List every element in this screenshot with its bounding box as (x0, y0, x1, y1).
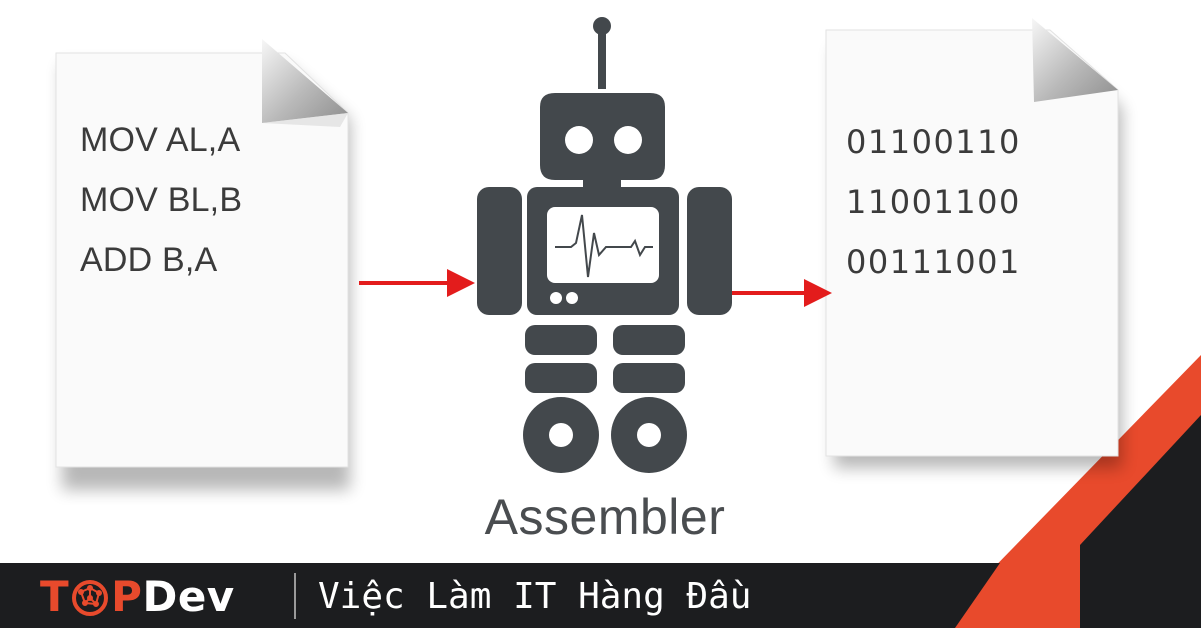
assembler-label: Assembler (484, 489, 726, 545)
footer-tagline: Việc Làm IT Hàng Đầu (318, 576, 752, 617)
asm-line-3: ADD B,A (80, 241, 218, 279)
binary-line-3: 00111001 (846, 243, 1021, 281)
footer-divider (294, 573, 296, 619)
footer-bar (0, 563, 1000, 628)
asm-line-2: MOV BL,B (80, 181, 243, 219)
logo-letter-p: P (111, 571, 143, 621)
machine-code-document: 01100110 11001100 00111001 (810, 18, 1150, 488)
binary-line-2: 11001100 (846, 183, 1021, 221)
binary-line-1: 01100110 (846, 123, 1021, 161)
logo-letter-t: T (40, 571, 70, 621)
input-arrow (359, 269, 475, 297)
robot-icon (477, 17, 732, 473)
output-arrow (730, 279, 832, 307)
asm-line-1: MOV AL,A (80, 121, 241, 159)
paper-sheet (55, 39, 350, 490)
paper-sheet (825, 18, 1122, 468)
topdev-logo[interactable]: T (40, 568, 235, 624)
assembly-source-document: MOV AL,A MOV BL,B ADD B,A (40, 35, 370, 505)
globe-icon (71, 578, 109, 616)
logo-word-dev: Dev (142, 571, 235, 621)
